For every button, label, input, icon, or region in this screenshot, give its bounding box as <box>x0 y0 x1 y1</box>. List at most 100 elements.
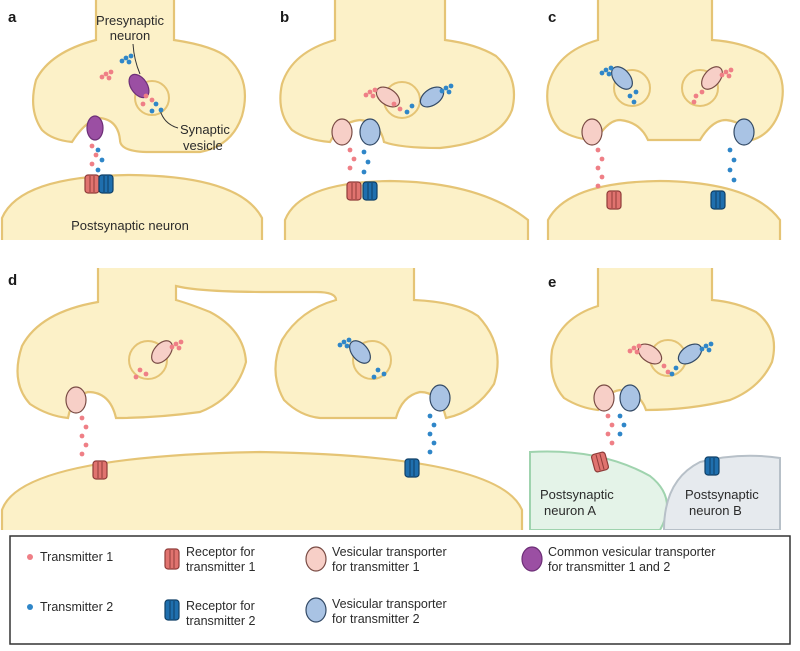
transmitter-1-molecule <box>726 73 732 79</box>
transporter-1-swatch <box>305 546 327 572</box>
vesicular-transporter-2 <box>677 343 703 365</box>
transmitter-2-molecule <box>119 58 125 64</box>
transmitter-1-molecule <box>634 349 640 355</box>
transmitter-1-molecule <box>397 106 403 112</box>
transmitter-1-molecule <box>89 143 95 149</box>
transmitter-1-molecule <box>728 67 734 73</box>
transmitter-1-molecule <box>599 174 605 180</box>
transmitter-2-molecule <box>95 147 101 153</box>
vesicular-transporter-2 <box>611 66 633 90</box>
transmitter-2-molecule <box>617 413 623 419</box>
transmitter-1-molecule <box>79 433 85 439</box>
transmitter-1-molecule <box>143 371 149 377</box>
receptor-for-transmitter-2 <box>710 190 726 210</box>
transmitter-2-molecule <box>727 167 733 173</box>
transmitter-1-molecule <box>719 72 725 78</box>
transmitter-2-molecule <box>427 449 433 455</box>
transmitter-1-molecule <box>661 363 667 369</box>
leader-line <box>132 43 141 75</box>
legend-receptor-2: transmitter 2 <box>186 614 256 628</box>
transmitter-1-molecule <box>140 101 146 107</box>
transmitter-1-molecule <box>149 97 155 103</box>
legend-transmitter-2: Transmitter 2 <box>40 600 113 614</box>
transmitter-2-molecule <box>699 346 705 352</box>
transmitter-2-molecule <box>158 107 164 113</box>
transmitter-1-molecule <box>106 75 112 81</box>
transmitter-2-molecule <box>153 101 159 107</box>
postsynaptic-neuron <box>0 173 264 240</box>
transmitter-2-molecule <box>371 374 377 380</box>
transmitter-2-molecule <box>337 342 343 348</box>
transmitter-1-molecule <box>79 415 85 421</box>
legend-box <box>9 535 791 645</box>
transmitter-1-molecule <box>370 93 376 99</box>
presynaptic-neuron-label: Presynaptic <box>96 13 164 28</box>
transmitter-1-molecule <box>143 93 149 99</box>
transmitter-1-molecule <box>173 341 179 347</box>
transmitter-2-molecule <box>731 177 737 183</box>
transmitter-1-molecule <box>137 367 143 373</box>
legend-common-transporter: for transmitter 1 and 2 <box>548 560 670 574</box>
legend-common-transporter: Common vesicular transporter <box>548 545 715 559</box>
transmitter-1-molecule <box>351 156 357 162</box>
receptor-1-swatch <box>164 548 180 570</box>
vesicular-transporter-1 <box>65 386 87 414</box>
transmitter-1-molecule <box>595 183 601 189</box>
legend-transmitter-1: Transmitter 1 <box>40 550 113 564</box>
transmitter-1-molecule <box>79 451 85 457</box>
panel-label-e: e <box>548 274 556 291</box>
transmitter-1-molecule <box>93 152 99 158</box>
legend: Transmitter 1 Transmitter 2 Receptor for… <box>9 535 791 645</box>
vesicular-transporter-1 <box>151 340 173 364</box>
legend-transporter-2: for transmitter 2 <box>332 612 420 626</box>
presynaptic-terminal <box>546 0 784 142</box>
transmitter-2-molecule <box>603 67 609 73</box>
transmitter-2-molecule <box>381 371 387 377</box>
transmitter-2-molecule <box>443 85 449 91</box>
transmitter-1-molecule <box>391 101 397 107</box>
legend-transporter-2: Vesicular transporter <box>332 597 447 611</box>
transmitter-1-swatch <box>27 554 33 560</box>
transmitter-1-molecule <box>347 147 353 153</box>
transmitter-1-molecule <box>595 165 601 171</box>
transmitter-1-molecule <box>347 165 353 171</box>
transmitter-1-molecule <box>89 161 95 167</box>
postsynaptic-neuron-b-label: Postsynaptic <box>685 487 759 502</box>
transmitter-1-molecule <box>627 348 633 354</box>
postsynaptic-neuron <box>0 450 524 530</box>
panel-label-d: d <box>8 272 17 289</box>
receptor-for-transmitter-1 <box>606 190 622 210</box>
presynaptic-terminal <box>279 0 516 150</box>
transmitter-2-molecule <box>606 71 612 77</box>
transmitter-1-molecule <box>609 440 615 446</box>
legend-transporter-1: Vesicular transporter <box>332 545 447 559</box>
transmitter-2-swatch <box>27 604 33 610</box>
postsynaptic-neuron-b <box>662 454 781 530</box>
transmitter-2-molecule <box>621 422 627 428</box>
vesicular-transporter-2 <box>349 340 371 364</box>
transmitter-1-molecule <box>363 92 369 98</box>
postsynaptic-neuron-b-label: neuron B <box>689 503 742 518</box>
transmitter-1-molecule <box>133 374 139 380</box>
transmitter-2-molecule <box>99 157 105 163</box>
vesicular-transporter-1 <box>331 118 353 146</box>
transmitter-1-molecule <box>83 424 89 430</box>
vesicular-transporter-1 <box>701 66 723 90</box>
transmitter-1-molecule <box>103 71 109 77</box>
vesicular-transporter-2 <box>733 118 755 146</box>
synaptic-vesicle-label: vesicle <box>183 138 223 153</box>
transmitter-1-molecule <box>178 339 184 345</box>
panel-d <box>0 268 524 530</box>
vesicular-transporter-2 <box>619 384 641 412</box>
transmitter-2-molecule <box>633 89 639 95</box>
panel-label-a: a <box>8 9 17 26</box>
transmitter-2-molecule <box>404 109 410 115</box>
presynaptic-terminal <box>550 268 776 412</box>
transmitter-2-molecule <box>149 108 155 114</box>
transmitter-2-molecule <box>95 167 101 173</box>
transmitter-2-molecule <box>427 431 433 437</box>
panel-label-c: c <box>548 9 556 26</box>
receptor-for-transmitter-2 <box>704 456 720 476</box>
transmitter-1-molecule <box>99 74 105 80</box>
